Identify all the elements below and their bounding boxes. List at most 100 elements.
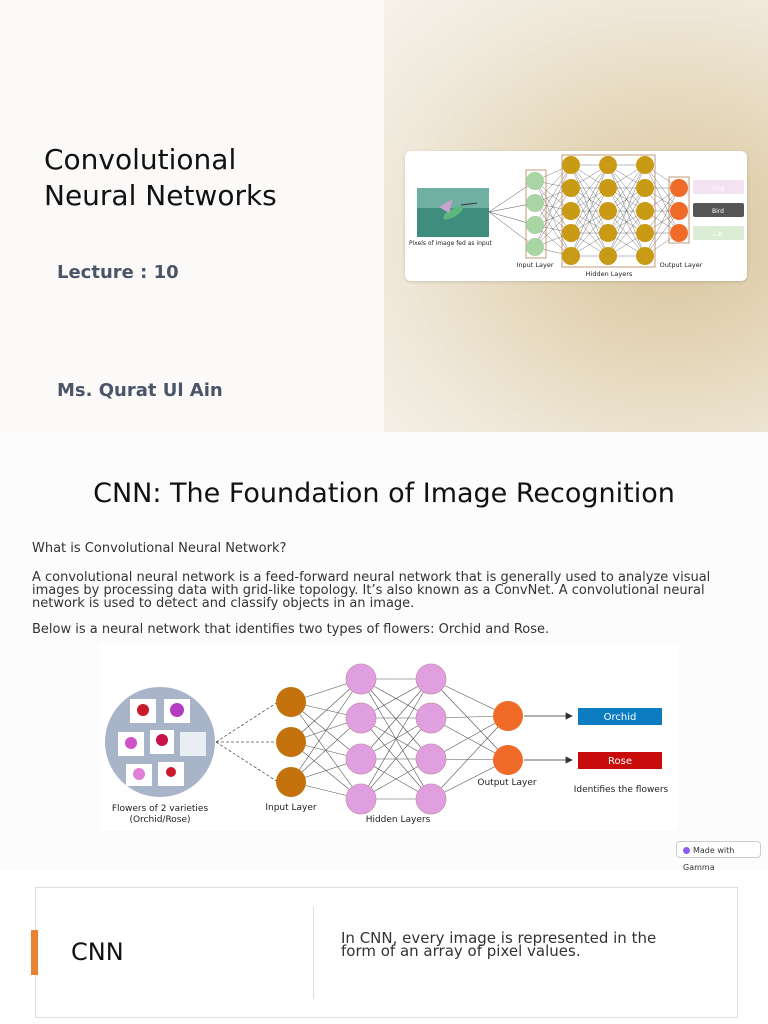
bird-network-edge <box>607 164 646 212</box>
bird-network-edge <box>644 187 680 234</box>
bird-network-node <box>562 224 580 242</box>
bird-network-node <box>526 216 544 234</box>
bird-network-edge <box>570 210 609 257</box>
output-layer-box <box>668 176 690 244</box>
slide-heading: CNN: The Foundation of Image Recognition <box>93 478 675 509</box>
flowers-caption-line-2: (Orchid/Rose) <box>129 815 190 825</box>
bird-network-svg: Pixels of image fed as input Dog Bird Ca… <box>409 154 744 278</box>
bird-network-edge <box>644 210 680 257</box>
bird-network-node <box>526 194 544 212</box>
bird-network-node <box>636 247 654 265</box>
flower-network-nodes <box>276 663 523 815</box>
cnn-foundation-slide: CNN: The Foundation of Image Recognition… <box>0 432 768 870</box>
bird-network-node <box>636 224 654 242</box>
bird-network-node <box>562 202 580 220</box>
flower-thumbnails <box>118 699 206 786</box>
cnn-description-line-2: form of an array of pixel values. <box>341 942 581 960</box>
rose-label: Rose <box>608 756 632 767</box>
bird-network-node <box>636 202 654 220</box>
cnn-description-line-1: In CNN, every image is represented in th… <box>341 929 657 947</box>
bird-network-edge <box>534 202 572 257</box>
bird-network-edge <box>607 164 646 234</box>
bird-network-edge <box>607 187 646 257</box>
bird-network-edge <box>534 164 572 248</box>
output-cat-box <box>693 226 744 240</box>
slide-title: Convolutional Neural Networks <box>44 142 277 214</box>
identifies-flowers-label: Identifies the flowers <box>574 785 669 795</box>
bird-network-node <box>670 202 688 220</box>
orchid-output-box <box>578 708 662 725</box>
flower-network-svg: Flowers of 2 varieties (Orchid/Rose) Orc… <box>105 663 669 825</box>
definition-paragraph-line-1: A convolutional neural network is a feed… <box>32 570 711 585</box>
cnn-representation-slide: CNN In CNN, every image is represented i… <box>0 870 768 1024</box>
flower-network-node <box>415 783 447 815</box>
cnn-card-description: In CNN, every image is represented in th… <box>341 929 711 960</box>
flowers-caption-line-1: Flowers of 2 varieties <box>112 804 209 814</box>
output-dog-label: Dog <box>712 185 724 192</box>
output-arrows <box>524 712 573 764</box>
lecture-number: Lecture : 10 <box>57 262 179 283</box>
orchid-label: Orchid <box>604 712 637 723</box>
bird-network-edge <box>644 187 680 257</box>
output-layer-label: Output Layer <box>660 261 703 269</box>
bird-network-node <box>599 247 617 265</box>
flower-network-node <box>493 745 523 775</box>
slide-title-line-2: Neural Networks <box>44 179 277 212</box>
flower-hidden-connections <box>290 678 509 800</box>
title-slide: Convolutional Neural Networks Lecture : … <box>0 0 768 432</box>
input-layer-box <box>525 169 547 259</box>
bird-network-edge <box>534 164 572 226</box>
definition-paragraph-line-2: images by processing data with grid-like… <box>32 583 705 598</box>
flower-network-node <box>276 727 306 757</box>
output-bird-label: Bird <box>712 208 724 215</box>
bird-neural-network-diagram: Pixels of image fed as input Dog Bird Ca… <box>405 151 747 281</box>
flower-network-node <box>345 663 377 695</box>
flower-network-edge <box>360 678 432 760</box>
flower-network-node <box>345 702 377 734</box>
bird-network-node <box>670 179 688 197</box>
gamma-logo-icon <box>683 847 690 854</box>
bird-network-node <box>526 172 544 190</box>
input-arrows <box>215 701 279 783</box>
flower-classification-diagram: Flowers of 2 varieties (Orchid/Rose) Orc… <box>100 644 678 830</box>
output-bird-box <box>693 203 744 217</box>
bird-network-node <box>599 224 617 242</box>
flower-network-node <box>345 783 377 815</box>
hummingbird-icon <box>439 199 478 220</box>
bird-network-edge <box>570 164 609 234</box>
hidden-layers-label: Hidden Layers <box>586 270 633 278</box>
flower-output-layer-label: Output Layer <box>477 778 537 788</box>
bird-network-node <box>636 156 654 174</box>
bird-network-node <box>670 224 688 242</box>
flower-network-node <box>276 687 306 717</box>
input-caption: Pixels of image fed as input <box>409 240 493 247</box>
output-cat-label: Cat <box>713 231 724 238</box>
flower-network-intro: Below is a neural network that identifie… <box>32 622 550 637</box>
flower-network-node <box>345 743 377 775</box>
rose-output-box <box>578 752 662 769</box>
bird-network-node <box>599 156 617 174</box>
bird-network-node <box>562 179 580 197</box>
flower-network-node <box>415 663 447 695</box>
flower-network-node <box>415 743 447 775</box>
flower-network-edge <box>360 717 432 800</box>
cnn-card-label: CNN <box>71 938 124 966</box>
flower-network-node <box>415 702 447 734</box>
made-with-gamma-badge[interactable]: Made with Gamma <box>676 841 761 870</box>
definition-paragraph-line-3: network is used to detect and classify o… <box>32 596 415 611</box>
flower-network-edge <box>430 715 509 800</box>
flower-hidden-layers-label: Hidden Layers <box>366 815 431 825</box>
author-name: Ms. Qurat Ul Ain <box>57 380 223 401</box>
flower-network-edge <box>290 678 362 743</box>
gamma-badge-label: Made with Gamma <box>683 846 735 870</box>
definition-question: What is Convolutional Neural Network? <box>32 541 287 556</box>
bird-network-edge <box>534 180 572 257</box>
output-dog-box <box>693 180 744 194</box>
bird-network-edge <box>607 210 646 257</box>
flower-network-node <box>276 767 306 797</box>
bird-network-edge <box>644 164 680 234</box>
bird-network-edge <box>534 187 572 248</box>
bird-network-node <box>526 238 544 256</box>
bird-network-edge <box>607 164 646 257</box>
input-layer-label: Input Layer <box>516 261 553 269</box>
